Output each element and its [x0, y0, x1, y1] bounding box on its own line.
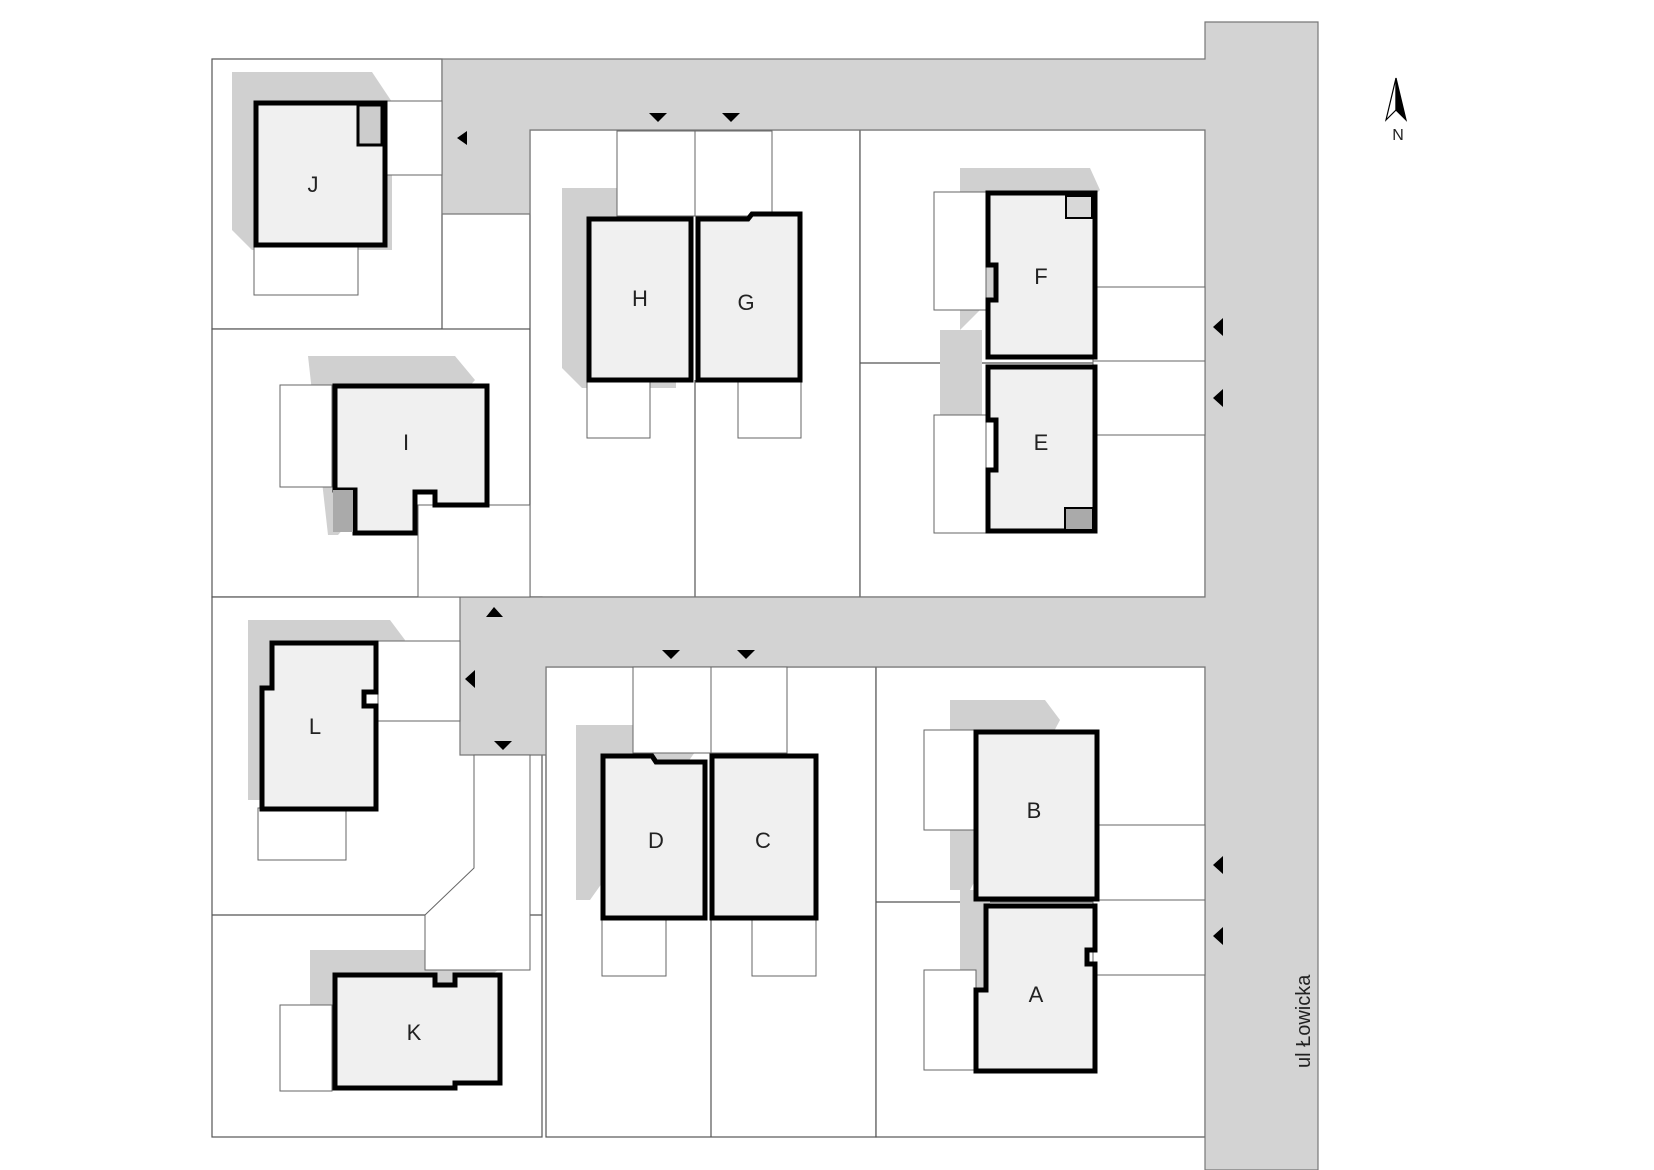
entry-arrow-icon: [465, 670, 475, 688]
house-label-c: C: [755, 828, 771, 853]
house-c[interactable]: C: [709, 753, 819, 921]
entry-arrow-icon: [457, 131, 467, 145]
house-label-f: F: [1034, 264, 1047, 289]
house-label-d: D: [648, 828, 664, 853]
house-e[interactable]: E: [985, 364, 1098, 534]
entry-arrow-icon: [649, 113, 667, 122]
house-a[interactable]: A: [973, 903, 1098, 1074]
house-g[interactable]: G: [695, 211, 803, 383]
entry-arrow-icon: [1213, 318, 1223, 336]
entry-arrow-icon: [1213, 856, 1223, 874]
entry-arrow-icon: [1213, 927, 1223, 945]
entry-arrow-icon: [737, 650, 755, 659]
entry-arrow-icon: [722, 113, 740, 122]
house-d[interactable]: D: [600, 753, 708, 921]
house-label-i: I: [403, 430, 409, 455]
north-label: N: [1392, 127, 1404, 144]
house-l[interactable]: L: [259, 640, 379, 812]
house-label-g: G: [737, 290, 754, 315]
north-arrow-icon: N: [1384, 77, 1408, 144]
entry-arrows: [457, 113, 1223, 945]
houses: J H G F E I L K: [253, 100, 1100, 1091]
entry-arrow-icon: [1213, 389, 1223, 407]
entry-arrow-icon: [662, 650, 680, 659]
house-label-j: J: [308, 172, 319, 197]
street-label: ul Łowicka: [1293, 974, 1315, 1068]
entry-arrow-icon: [486, 607, 503, 617]
house-label-l: L: [309, 714, 321, 739]
entry-arrow-icon: [494, 741, 512, 750]
house-label-e: E: [1034, 430, 1049, 455]
house-j[interactable]: J: [253, 100, 388, 248]
house-label-b: B: [1027, 798, 1042, 823]
house-f[interactable]: F: [985, 190, 1098, 360]
paved-areas: [253, 100, 1206, 1092]
house-label-k: K: [407, 1020, 422, 1045]
house-i[interactable]: I: [332, 383, 490, 536]
house-h[interactable]: H: [586, 216, 694, 383]
house-label-a: A: [1029, 982, 1044, 1007]
house-k[interactable]: K: [332, 972, 503, 1091]
house-b[interactable]: B: [973, 729, 1100, 902]
house-label-h: H: [632, 286, 648, 311]
